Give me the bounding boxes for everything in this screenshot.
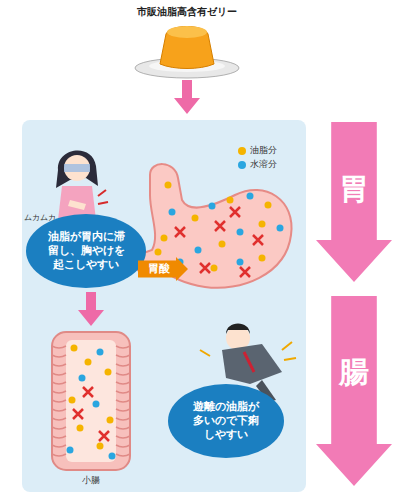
outline: [168, 384, 284, 458]
outline: [138, 257, 188, 281]
node-text: 油脂が胃内に滞留し、胸やけを起こしやすい: [46, 230, 126, 271]
part-label: 小腸: [82, 474, 100, 487]
acid-arrow: 胃酸: [138, 257, 188, 281]
legend-swatch: [238, 147, 246, 155]
outline: [316, 122, 392, 282]
node-text: 腸: [339, 353, 369, 391]
title: 市販油脂高含有ゼリー: [137, 5, 237, 19]
stage-arrow: 胃: [316, 122, 392, 282]
shape: [316, 296, 392, 486]
callout-bubble: 遊離の油脂が多いので下痢しやすい: [168, 384, 284, 458]
legend-row: 水溶分: [238, 158, 277, 171]
legend-row: 油脂分: [238, 144, 277, 157]
node-text: 胃: [339, 170, 369, 208]
node-text: 胃酸: [148, 262, 170, 276]
outline: [26, 214, 146, 288]
callout-bubble: 油脂が胃内に滞留し、胸やけを起こしやすい: [26, 214, 146, 288]
legend-swatch: [238, 161, 246, 169]
outline: [316, 296, 392, 486]
legend-text: 油脂分: [250, 144, 277, 157]
node-text: 遊離の油脂が多いので下痢しやすい: [191, 400, 261, 441]
stage-arrow: 腸: [316, 296, 392, 486]
legend-text: 水溶分: [250, 158, 277, 171]
